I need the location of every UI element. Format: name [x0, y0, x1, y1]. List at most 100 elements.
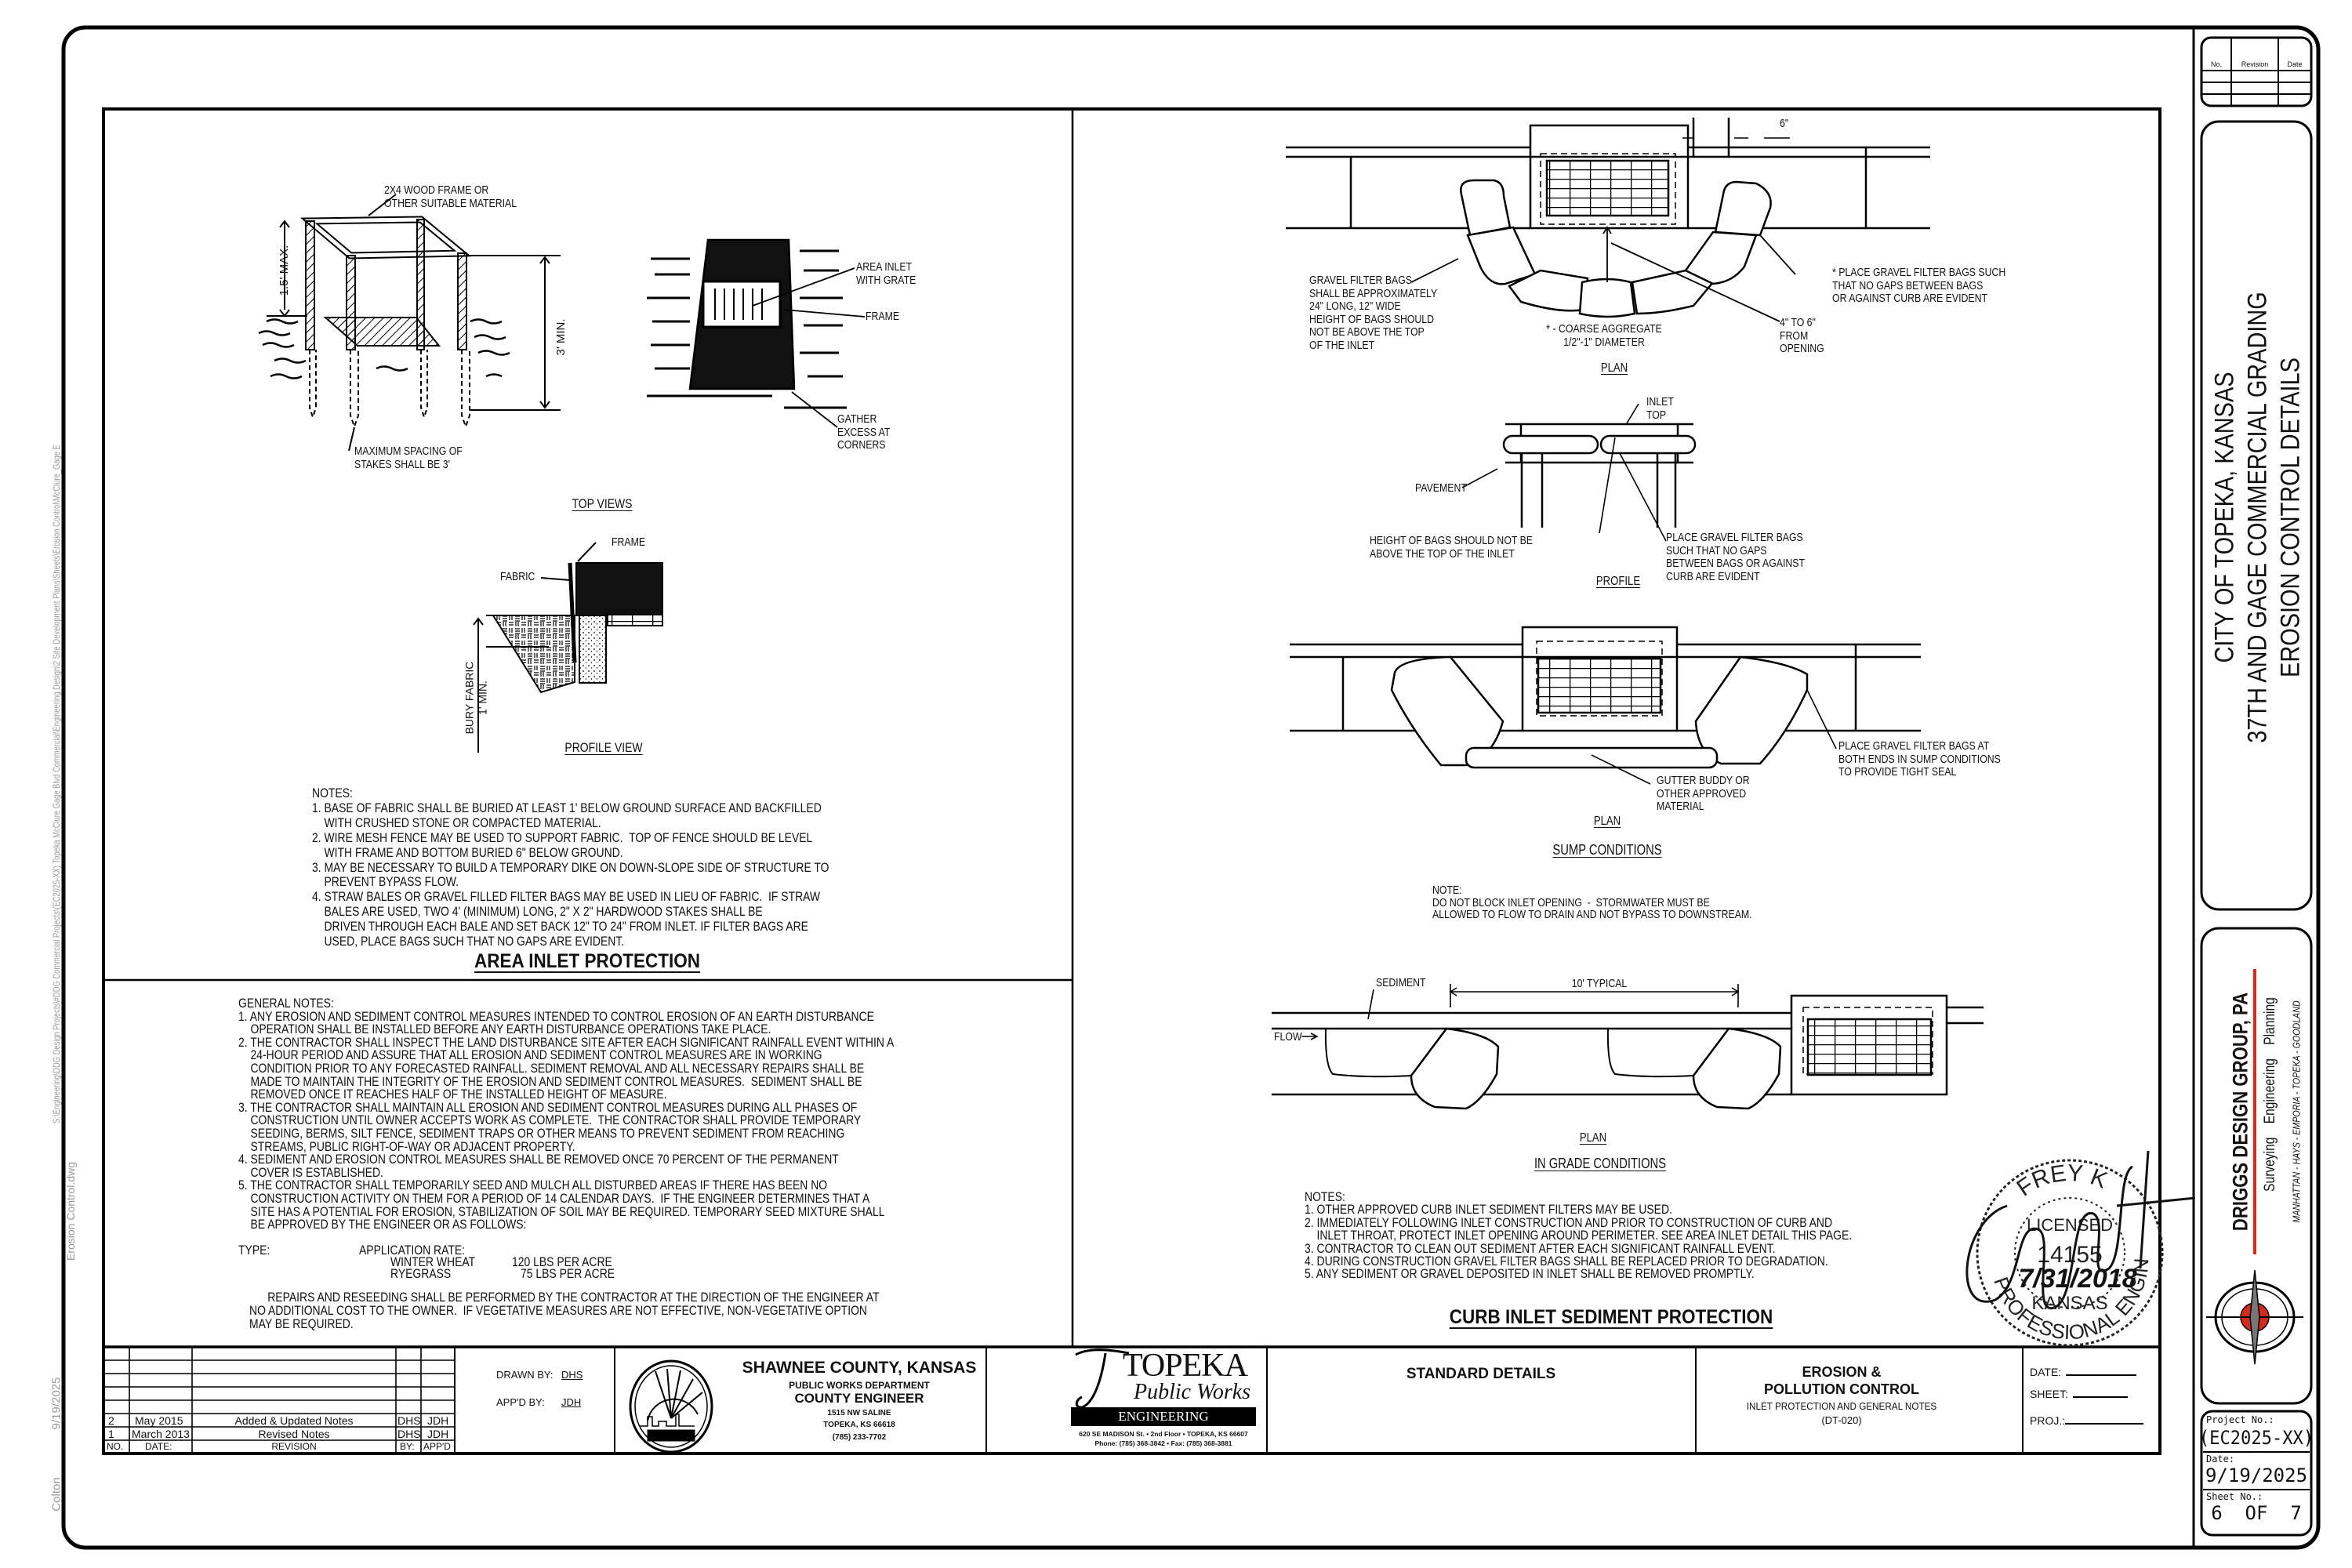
- date-value-sidebar: 9/19/2025: [2205, 1465, 2308, 1486]
- project-title-city: CITY OF TOPEKA, KANSAS: [2209, 372, 2240, 663]
- text-line: INLET: [1646, 395, 1674, 408]
- county-dept: PUBLIC WORKS DEPARTMENT: [789, 1380, 930, 1391]
- rev-no: 2: [108, 1414, 114, 1427]
- text-line: BETWEEN BAGS OR AGAINST: [1666, 557, 1806, 570]
- engineer-signature: [1965, 1150, 2196, 1309]
- text-line: BOTH ENDS IN SUMP CONDITIONS: [1838, 752, 2001, 766]
- rev-date: March 2013: [132, 1428, 190, 1440]
- text-line: TO PROVIDE TIGHT SEAL: [1838, 765, 1957, 779]
- standard-details-label: STANDARD DETAILS: [1406, 1366, 1556, 1382]
- seed-rate-label: APPLICATION RATE:: [359, 1243, 466, 1258]
- text-line: NOTES:: [312, 786, 353, 800]
- topeka-logo-sub: Public Works: [1134, 1380, 1251, 1404]
- sump-note: NOTE:DO NOT BLOCK INLET OPENING - STORMW…: [1432, 884, 1752, 921]
- text-line: OTHER SUITABLE MATERIAL: [384, 196, 517, 210]
- general-notes: GENERAL NOTES:1. ANY EROSION AND SEDIMEN…: [238, 996, 894, 1232]
- rev-description: Added & Updated Notes: [234, 1414, 354, 1427]
- date-label: DATE:: [2030, 1366, 2062, 1378]
- plot-file-name: Erosion Control.dwg: [64, 1161, 77, 1261]
- text-line: 24" LONG, 12" WIDE: [1309, 299, 1401, 313]
- text-line: OPERATION SHALL BE INSTALLED BEFORE ANY …: [238, 1022, 771, 1037]
- project-title-sheet: EROSION CONTROL DETAILS: [2275, 358, 2306, 677]
- curb-inlet-sump-plan-drawing: [1290, 626, 1921, 785]
- detail-title-2: POLLUTION CONTROL: [1764, 1381, 1919, 1397]
- rev-by: DHS: [397, 1428, 421, 1440]
- text-line: NO ADDITIONAL COST TO THE OWNER. IF VEGE…: [249, 1303, 867, 1318]
- text-line: * PLACE GRAVEL FILTER BAGS SUCH: [1832, 266, 2006, 279]
- county-office: COUNTY ENGINEER: [794, 1391, 924, 1406]
- caption-top-views: TOP VIEWS: [572, 496, 633, 511]
- text-line: HEIGHT OF BAGS SHOULD NOT BE: [1370, 534, 1534, 547]
- text-line: AREA INLET: [856, 260, 913, 274]
- sheet-border: [61, 25, 2321, 1550]
- text-line: NOTES:: [1305, 1189, 1345, 1204]
- caption-grade-plan: PLAN: [1579, 1131, 1607, 1145]
- rev-no: 1: [108, 1428, 114, 1440]
- text-line: PREVENT BYPASS FLOW.: [312, 874, 459, 890]
- drawn-by-label: DRAWN BY:: [496, 1369, 554, 1381]
- text-line: 5. ANY SEDIMENT OR GRAVEL DEPOSITED IN I…: [1305, 1266, 1755, 1282]
- drawn-by-value: DHS: [561, 1369, 583, 1381]
- curb-inlet-profile-drawing: [1461, 403, 1697, 542]
- seal-number-text: 14155: [2037, 1242, 2102, 1268]
- rev-date: May 2015: [135, 1414, 183, 1427]
- text-line: NOT BE ABOVE THE TOP: [1309, 325, 1425, 339]
- firm-offices: MANHATTAN - HAYS - EMPORIA - TOPEKA - GO…: [2290, 1000, 2303, 1223]
- text-line: 4. SEDIMENT AND EROSION CONTROL MEASURES…: [238, 1152, 839, 1167]
- text-line: 1' MIN.: [476, 681, 488, 715]
- text-line: MAXIMUM SPACING OF: [354, 445, 463, 458]
- text-line: BALES ARE USED, TWO 4' (MINIMUM) LONG, 2…: [312, 904, 763, 920]
- label-flow: FLOW: [1274, 1030, 1302, 1044]
- caption-sump-conditions: SUMP CONDITIONS: [1552, 842, 1662, 858]
- label-max-height: 1.5' MAX.: [277, 245, 291, 296]
- appd-by-value: JDH: [561, 1396, 582, 1408]
- rev-header-date: DATE:: [145, 1441, 172, 1452]
- text-line: 2. WIRE MESH FENCE MAY BE USED TO SUPPOR…: [312, 829, 813, 845]
- caption-in-grade-conditions: IN GRADE CONDITIONS: [1534, 1156, 1667, 1171]
- area-inlet-plan-drawing: [647, 238, 866, 428]
- caption-sump-plan: PLAN: [1593, 815, 1621, 828]
- text-line: BE APPROVED BY THE ENGINEER OR AS FOLLOW…: [238, 1217, 527, 1232]
- firm-services: Surveying Engineering Planning: [2262, 997, 2278, 1192]
- text-line: OTHER APPROVED: [1657, 786, 1747, 800]
- text-line: ABOVE THE TOP OF THE INLET: [1370, 546, 1515, 561]
- text-line: HEIGHT OF BAGS SHOULD: [1309, 312, 1435, 326]
- text-line: SHALL BE APPROXIMATELY: [1309, 286, 1438, 300]
- text-line: 3. THE CONTRACTOR SHALL MAINTAIN ALL ERO…: [238, 1099, 858, 1115]
- text-line: 2X4 WOOD FRAME OR: [384, 183, 489, 197]
- text-line: MAY BE REQUIRED.: [249, 1316, 354, 1331]
- text-line: DRIVEN THROUGH EACH BALE AND SET BACK 12…: [312, 919, 808, 935]
- rev-header-by: BY:: [400, 1441, 415, 1452]
- label-frame: FRAME: [866, 310, 900, 323]
- text-line: OPENING: [1780, 342, 1824, 355]
- text-line: NOTE:: [1432, 884, 1462, 897]
- sheet-field: SHEET:: [2030, 1388, 2129, 1400]
- text-line: OR AGAINST CURB ARE EVIDENT: [1832, 292, 1987, 305]
- detail-subtitle: INLET PROTECTION AND GENERAL NOTES: [1746, 1400, 1937, 1412]
- sheet-label: SHEET:: [2030, 1388, 2069, 1400]
- detail-title-1: EROSION &: [1802, 1364, 1882, 1380]
- text-line: FROM: [1780, 328, 1809, 343]
- text-line: 3. CONTRACTOR TO CLEAN OUT SEDIMENT AFTE…: [1305, 1240, 1776, 1256]
- compass-logo-icon: [2206, 1269, 2303, 1365]
- label-typical-spacing: 10' TYPICAL: [1571, 977, 1628, 990]
- text-line: CONSTRUCTION ACTIVITY ON THEM FOR A PERI…: [238, 1190, 870, 1206]
- label-min-depth: 3' MIN.: [554, 318, 568, 356]
- plot-user: Colton: [49, 1477, 64, 1512]
- text-line: 4" TO 6": [1780, 316, 1816, 329]
- topeka-logo-name: TOPEKA: [1123, 1348, 1248, 1384]
- county-address1: 1515 NW SALINE: [827, 1409, 891, 1417]
- text-line: WITH GRATE: [856, 273, 916, 287]
- topeka-public-works-logo-icon: [1071, 1348, 1256, 1426]
- rev-description: Revised Notes: [258, 1428, 330, 1440]
- sheet-no-value: 6 OF 7: [2211, 1502, 2302, 1524]
- seal-name-text: FREY K: [2013, 1160, 2111, 1202]
